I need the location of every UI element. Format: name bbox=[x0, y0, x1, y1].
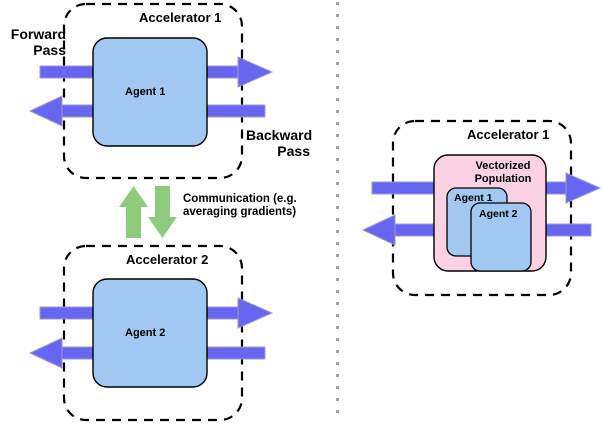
agent-1-box[interactable] bbox=[92, 37, 208, 147]
forward-pass-label: Forward Pass bbox=[10, 26, 66, 59]
right-backward-arrow-head bbox=[361, 214, 445, 246]
right-agent-1-label: Agent 1 bbox=[454, 192, 493, 204]
accelerator-2-backward-arrow-head bbox=[28, 337, 105, 369]
communication-label: Communication (e.g. averaging gradients) bbox=[183, 193, 297, 219]
forward-arrow-right-head bbox=[199, 56, 274, 88]
right-accelerator-1-boundary bbox=[391, 119, 573, 297]
agent-2-box[interactable] bbox=[92, 278, 208, 388]
backward-pass-label: Backward Pass bbox=[246, 127, 313, 160]
accelerator-2-title: Accelerator 2 bbox=[126, 252, 209, 267]
communication-arrow-up bbox=[119, 186, 148, 238]
accelerator-1-title: Accelerator 1 bbox=[139, 10, 222, 25]
right-forward-arrow-tail bbox=[371, 181, 441, 195]
accelerator-1-boundary bbox=[62, 2, 244, 180]
accelerator-2-backward-arrow-tail bbox=[199, 346, 266, 360]
agent-1-label: Agent 1 bbox=[125, 86, 166, 98]
right-agent-2-box[interactable] bbox=[470, 202, 532, 272]
backward-arrow-right-tail bbox=[199, 104, 266, 118]
right-agent-2-label: Agent 2 bbox=[479, 208, 518, 220]
agent-2-label: Agent 2 bbox=[125, 327, 166, 339]
forward-arrow-left-tail bbox=[39, 65, 101, 79]
accelerator-2-forward-arrow-tail bbox=[39, 306, 101, 320]
communication-arrow-down bbox=[148, 186, 177, 238]
accelerator-2-boundary bbox=[62, 244, 244, 422]
right-backward-arrow-tail bbox=[539, 223, 592, 237]
right-forward-arrow-head bbox=[539, 172, 602, 204]
right-accelerator-1-title: Accelerator 1 bbox=[467, 127, 550, 142]
accelerator-2-forward-arrow-head bbox=[199, 297, 274, 329]
vectorized-population-label: Vectorized Population bbox=[474, 160, 532, 185]
